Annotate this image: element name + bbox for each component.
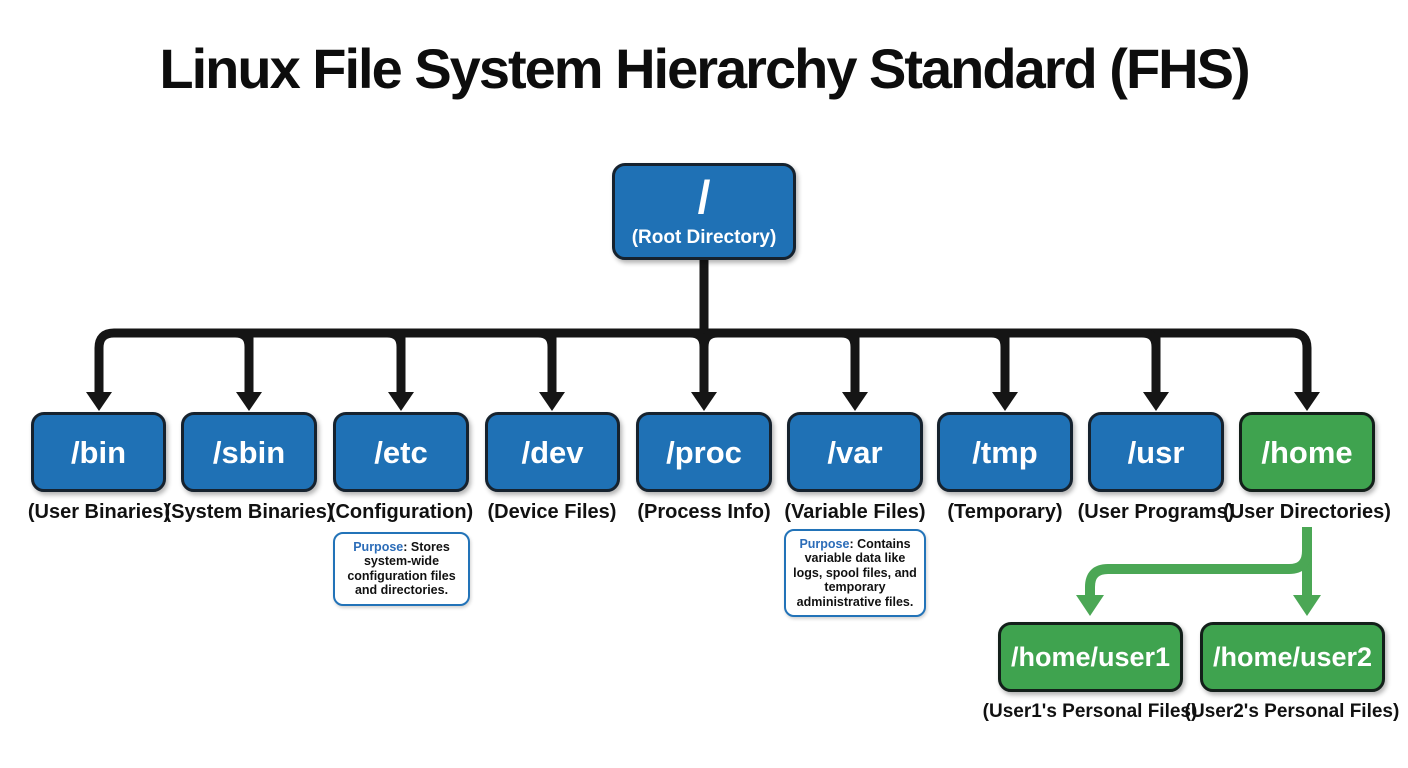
node-tmp: /tmp: [937, 412, 1073, 492]
arrowhead-user1: [1076, 595, 1104, 616]
node-etc: /etc: [333, 412, 469, 492]
root-arrowheads: [86, 392, 1320, 411]
purpose-var-text: : Contains variable data like logs, spoo…: [793, 537, 917, 609]
bus-line: [94, 328, 1312, 393]
node-home-user2-name: /home/user2: [1212, 641, 1373, 672]
node-root-sublabel: (Root Directory): [631, 227, 777, 248]
home-connectors: [1085, 527, 1312, 597]
purpose-etc-label: Purpose: [353, 540, 404, 554]
node-home: /home: [1239, 412, 1375, 492]
node-home-user1-name: /home/user1: [1010, 641, 1171, 672]
node-bin-name: /bin: [70, 434, 127, 470]
root-connectors: [94, 260, 1312, 393]
label-home: (User Directories): [1223, 501, 1391, 523]
arrowhead-bin: [86, 392, 112, 411]
label-var: (Variable Files): [784, 501, 926, 523]
node-home-user2: /home/user2: [1200, 622, 1385, 692]
node-var-name: /var: [827, 434, 883, 470]
home-branch-line: [1085, 550, 1312, 597]
arrowhead-etc: [388, 392, 414, 411]
purpose-etc-text: : Stores system-wide configuration files…: [347, 540, 456, 598]
arrowhead-var: [842, 392, 868, 411]
node-bin: /bin: [31, 412, 166, 492]
label-tmp: (Temporary): [947, 501, 1063, 523]
node-proc-name: /proc: [666, 434, 742, 470]
purpose-var-label: Purpose: [799, 537, 850, 551]
node-var: /var: [787, 412, 923, 492]
purpose-note-etc: Purpose: Stores system-wide configuratio…: [333, 532, 470, 606]
label-etc: (Configuration): [328, 501, 474, 523]
node-etc-name: /etc: [374, 434, 428, 470]
arrowhead-usr: [1143, 392, 1169, 411]
label-home-user2: (User2's Personal Files): [1184, 701, 1400, 722]
node-sbin-name: /sbin: [212, 434, 286, 470]
drop-sbin: [234, 328, 254, 393]
node-sbin: /sbin: [181, 412, 317, 492]
node-root-name: /: [697, 171, 711, 223]
node-home-name: /home: [1261, 434, 1353, 470]
drop-etc: [386, 328, 406, 393]
node-dev: /dev: [485, 412, 620, 492]
label-proc: (Process Info): [637, 501, 771, 523]
node-tmp-name: /tmp: [972, 434, 1038, 470]
arrowhead-tmp: [992, 392, 1018, 411]
label-dev: (Device Files): [487, 501, 617, 523]
arrowhead-home: [1294, 392, 1320, 411]
drop-tmp: [990, 328, 1010, 393]
purpose-note-var: Purpose: Contains variable data like log…: [784, 529, 926, 617]
arrowhead-sbin: [236, 392, 262, 411]
label-sbin: (System Binaries): [164, 501, 334, 523]
arrowhead-dev: [539, 392, 565, 411]
node-usr: /usr: [1088, 412, 1224, 492]
arrowhead-user2: [1293, 595, 1321, 616]
arrowhead-proc: [691, 392, 717, 411]
drop-var: [840, 328, 860, 393]
node-dev-name: /dev: [521, 434, 584, 470]
home-arrowheads: [1076, 595, 1321, 616]
node-usr-name: /usr: [1127, 434, 1185, 470]
label-bin: (User Binaries): [27, 501, 171, 523]
label-home-user1: (User1's Personal Files): [982, 701, 1198, 722]
drop-usr: [1141, 328, 1161, 393]
node-root: / (Root Directory): [612, 163, 796, 260]
node-proc: /proc: [636, 412, 772, 492]
drop-dev: [537, 328, 557, 393]
root-junction-fillets: [689, 328, 719, 348]
node-home-user1: /home/user1: [998, 622, 1183, 692]
diagram-title: Linux File System Hierarchy Standard (FH…: [159, 37, 1250, 100]
label-usr: (User Programs): [1077, 501, 1235, 523]
